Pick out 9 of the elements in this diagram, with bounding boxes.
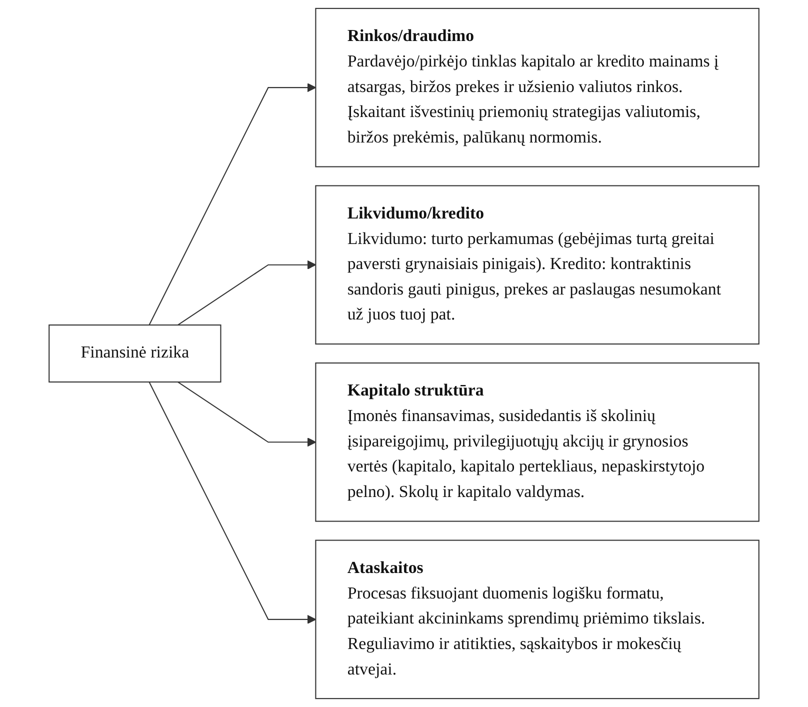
node-box: Kapitalo struktūra Įmonės finansavimas, susidedantis iš skolinių įsipareigojimų, privilegijuotųjų akcijų ir grynosios vertės (kapitalo, kapitalo pertekliaus, nepaskirstytojo pelno). Skolų ir kapitalo valdymas.: [315, 362, 760, 522]
node-box: Likvidumo/kredito Likvidumo: turto perkamumas (gebėjimas turtą greitai paversti grynaisiais pinigais). Kredito: kontraktinis sandoris gauti pinigus, prekes ar paslaugas nesumokant už juos tuoj pat.: [315, 185, 760, 345]
arrow: [177, 382, 316, 447]
node-box: Finansinė rizika: [48, 324, 222, 383]
node-box: Ataskaitos Procesas fiksuojant duomenis logišku formatu, pateikiant akcininkams sprendimų priėmimo tikslais. Reguliavimo ir atitikties, sąskaitybos ir mokesčių atvejai.: [315, 540, 760, 700]
arrow: [148, 82, 316, 326]
node-box: Rinkos/draudimo Pardavėjo/pirkėjo tinklas kapitalo ar kredito mainams į atsargas, biržos prekes ir užsienio valiutos rinkos. Įskaitant išvestinių priemonių strategijas valiutomis, biržos prekėmis, palūkanų normomis.: [315, 8, 760, 168]
arrow: [148, 382, 316, 624]
arrow: [177, 260, 316, 326]
